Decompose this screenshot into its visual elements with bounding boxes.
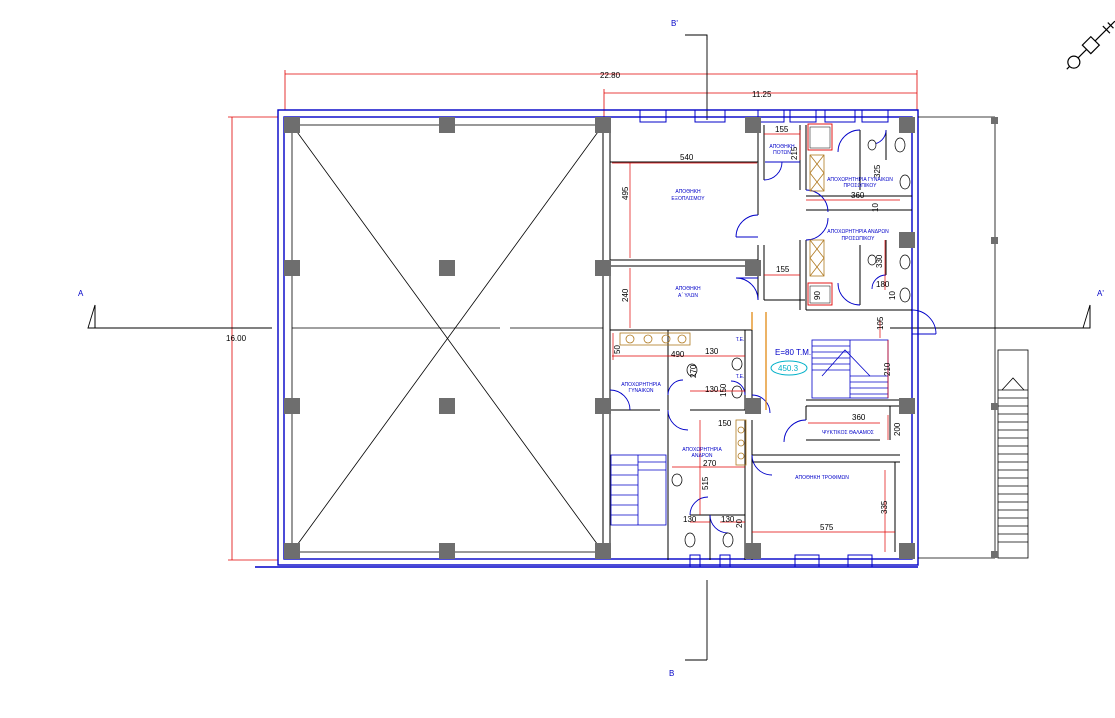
overall-dimensions bbox=[228, 70, 918, 561]
dim-490: 490 bbox=[671, 350, 685, 359]
dim-540: 540 bbox=[680, 153, 694, 162]
dim-200: 200 bbox=[893, 422, 902, 436]
room-te-2: Τ.Ε. bbox=[736, 374, 745, 380]
dim-360a: 360 bbox=[851, 191, 865, 200]
dim-180: 180 bbox=[876, 280, 890, 289]
interior-walls bbox=[602, 125, 912, 560]
dim-155a: 155 bbox=[775, 125, 789, 134]
dim-overall-width: 22.80 bbox=[600, 71, 621, 80]
dim-215: 215 bbox=[790, 146, 799, 160]
dim-495: 495 bbox=[621, 186, 630, 200]
room-staff-wc-men-l1: ΑΠΟΧΩΡΗΤΗΡΙΑ ΑΝΔΡΩΝ bbox=[827, 229, 889, 235]
dim-330: 330 bbox=[875, 254, 884, 268]
dim-10: 10 bbox=[871, 203, 880, 212]
dim-50: 50 bbox=[613, 345, 622, 354]
room-food-storage: ΑΠΟΘΗΚΗ ΤΡΟΦΙΜΩΝ bbox=[795, 475, 849, 481]
dim-210: 210 bbox=[883, 362, 892, 376]
dim-overall-height: 16.00 bbox=[226, 334, 247, 343]
dim-515: 515 bbox=[701, 476, 710, 490]
outer-walls bbox=[255, 109, 919, 568]
dim-130d: 130 bbox=[721, 515, 735, 524]
room-cold-room: ΨΥΚΤΙΚΟΣ ΘΑΛΑΜΟΣ bbox=[822, 430, 874, 436]
interior-dimension-lines bbox=[612, 130, 900, 552]
section-marker-a-left: A bbox=[78, 289, 84, 298]
doors bbox=[609, 129, 937, 534]
room-materials-storage-l1: ΑΠΟΘΗΚΗ bbox=[675, 286, 701, 292]
area-note: Ε=80 Τ.Μ. bbox=[775, 348, 811, 357]
dim-240: 240 bbox=[621, 288, 630, 302]
dim-130c: 130 bbox=[683, 515, 697, 524]
dim-325: 325 bbox=[873, 164, 882, 178]
dim-360b: 360 bbox=[852, 413, 866, 422]
dim-270b: 270 bbox=[703, 459, 717, 468]
room-wc-men-l2: ΑΝΔΡΩΝ bbox=[692, 453, 713, 459]
sanitary-fixtures bbox=[619, 154, 825, 466]
elevation-tag: 450.3 bbox=[778, 364, 799, 373]
elevation-tag-ellipse bbox=[770, 360, 808, 376]
section-marker-b-top: B' bbox=[671, 19, 678, 28]
room-equipment-storage-l1: ΑΠΟΘΗΚΗ bbox=[675, 189, 701, 195]
room-beverage-storage-l1: ΑΠΟΘΗΚΗ bbox=[769, 144, 795, 150]
dim-270a: 270 bbox=[689, 364, 698, 378]
room-wc-men-l1: ΑΠΟΧΩΡΗΤΗΡΙΑ bbox=[682, 447, 722, 453]
dim-575: 575 bbox=[820, 523, 834, 532]
room-beverage-storage-l2: ΠΟΤΩΝ bbox=[773, 150, 791, 156]
dim-20: 20 bbox=[735, 519, 744, 528]
section-lines bbox=[87, 34, 1091, 661]
dim-10b: 10 bbox=[888, 291, 897, 300]
room-wc-women-l1: ΑΠΟΧΩΡΗΤΗΡΙΑ bbox=[621, 382, 661, 388]
dim-105: 105 bbox=[876, 316, 885, 330]
room-materials-storage-l2: Α΄ ΥΛΩΝ bbox=[678, 293, 698, 299]
windows bbox=[639, 109, 889, 568]
dim-155b: 155 bbox=[776, 265, 790, 274]
dim-150a: 150 bbox=[719, 383, 728, 397]
dim-130a: 130 bbox=[705, 347, 719, 356]
section-marker-a-right: A' bbox=[1097, 289, 1104, 298]
north-arrow-icon bbox=[1066, 20, 1115, 70]
room-staff-wc-women-l1: ΑΠΟΧΩΡΗΤΗΡΙΑ ΓΥΝΑΙΚΩΝ bbox=[827, 177, 893, 183]
main-hall bbox=[291, 124, 604, 553]
structural-columns bbox=[284, 117, 998, 559]
stairs-lower-left bbox=[610, 454, 667, 526]
room-wc-women-l2: ΓΥΝΑΙΚΩΝ bbox=[628, 388, 653, 394]
storage-boxes bbox=[807, 123, 833, 306]
dim-130b: 130 bbox=[705, 385, 719, 394]
stairs-right-exterior bbox=[997, 349, 1029, 559]
exterior-terrace bbox=[918, 116, 996, 559]
stairs-main bbox=[811, 339, 889, 399]
room-staff-wc-men-l2: ΠΡΟΣΩΠΙΚΟΥ bbox=[842, 236, 876, 242]
dim-150b: 150 bbox=[718, 419, 732, 428]
dim-90: 90 bbox=[813, 291, 822, 300]
room-equipment-storage-l2: ΕΞΟΠΛΙΣΜΟΥ bbox=[671, 196, 705, 202]
dim-right-part: 11.25 bbox=[752, 90, 772, 99]
room-te-1: Τ.Ε. bbox=[736, 337, 745, 343]
toilets bbox=[671, 137, 911, 548]
section-marker-b-bottom: B bbox=[669, 669, 674, 678]
dim-335: 335 bbox=[880, 500, 889, 514]
room-staff-wc-women-l2: ΠΡΟΣΩΠΙΚΟΥ bbox=[844, 183, 878, 189]
